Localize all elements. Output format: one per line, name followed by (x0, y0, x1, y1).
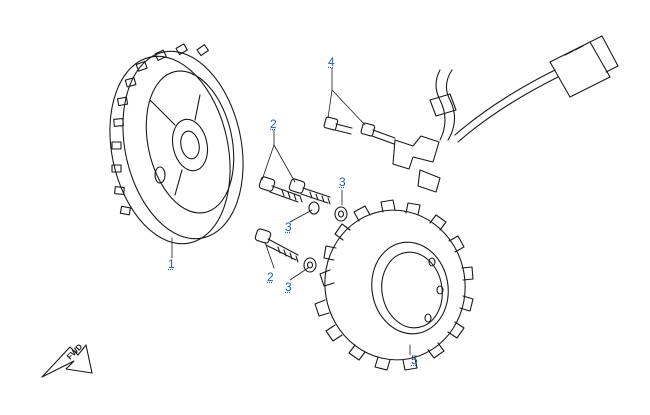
forward-arrow-icon (41, 344, 93, 378)
flywheel-rotor[interactable] (94, 40, 260, 255)
stator-assembly[interactable] (313, 199, 477, 371)
callout-3-lower[interactable]: 3 (285, 280, 292, 294)
callout-4[interactable]: 4 (328, 55, 335, 69)
callout-3-middle[interactable]: 3 (285, 220, 292, 234)
callout-3-upper[interactable]: 3 (339, 175, 346, 189)
washer-upper-hole (337, 210, 345, 218)
callout-1[interactable]: 1 (168, 257, 175, 271)
callout-5[interactable]: 5 (411, 353, 418, 367)
stator-bolt-lower[interactable] (254, 228, 299, 263)
washer-lower[interactable] (303, 257, 317, 273)
fwd-badge-text: FWD (65, 342, 84, 361)
washer-upper[interactable] (334, 206, 348, 222)
washer-lower-hole (306, 261, 314, 269)
washer-mid[interactable] (308, 201, 320, 215)
stator-bolt-middle[interactable] (288, 178, 331, 205)
callout-2-upper[interactable]: 2 (270, 117, 277, 131)
callout-2-lower[interactable]: 2 (267, 270, 274, 284)
pickup-sensor-and-harness[interactable] (323, 35, 619, 193)
stator-bolt-upper[interactable] (258, 176, 303, 203)
callout-leaders (171, 67, 411, 356)
